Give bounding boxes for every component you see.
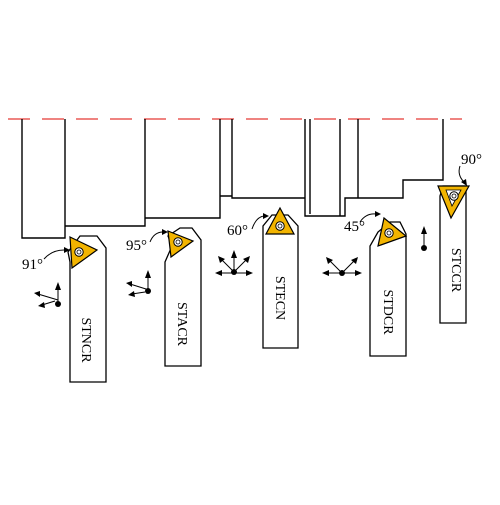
tool-stecn: STECN 60° [215, 206, 299, 349]
arrow-head [64, 247, 70, 253]
arrow-head [162, 229, 168, 235]
screw-inner [76, 249, 82, 255]
tool-stncr: STNCR 91° [22, 235, 107, 383]
tool-stacr: STACR 95° [126, 227, 202, 367]
arrow-head [263, 213, 269, 219]
angle-label: 95° [126, 238, 147, 254]
tool-label: STCCR [448, 248, 463, 293]
feed-direction-icon [322, 257, 362, 276]
feed-direction-icon [126, 270, 151, 297]
feed-direction-icon [421, 226, 427, 251]
angle-arc [43, 249, 65, 260]
angle-label: 45° [344, 219, 365, 235]
tool-body [67, 235, 107, 383]
feed-direction-icon [215, 250, 253, 276]
angle-label: 60° [227, 223, 248, 239]
tool-label: STDCR [380, 289, 395, 335]
arrow-head [375, 211, 381, 217]
tool-stccr: STCCR 90° [421, 152, 482, 324]
screw-inner [277, 223, 283, 229]
tool-label: STECN [272, 276, 287, 320]
angle-arc [359, 213, 377, 223]
angle-arc [149, 231, 164, 243]
angle-arc [251, 215, 265, 230]
angle-label: 90° [461, 152, 482, 168]
angle-arc [458, 165, 465, 183]
tool-body [164, 227, 202, 367]
tool-body [262, 214, 299, 349]
screw-inner [386, 230, 392, 236]
tool-label: STNCR [78, 317, 93, 363]
workpiece-outline [21, 119, 444, 239]
feed-direction-icon [34, 282, 61, 308]
screw-inner [451, 193, 457, 199]
screw-inner [175, 239, 181, 245]
tool-body [369, 221, 407, 357]
tool-label: STACR [174, 302, 189, 347]
tool-stdcr: STDCR 45° [322, 211, 408, 357]
arrow-head [461, 179, 467, 186]
angle-label: 91° [22, 257, 43, 273]
insert [264, 206, 296, 235]
